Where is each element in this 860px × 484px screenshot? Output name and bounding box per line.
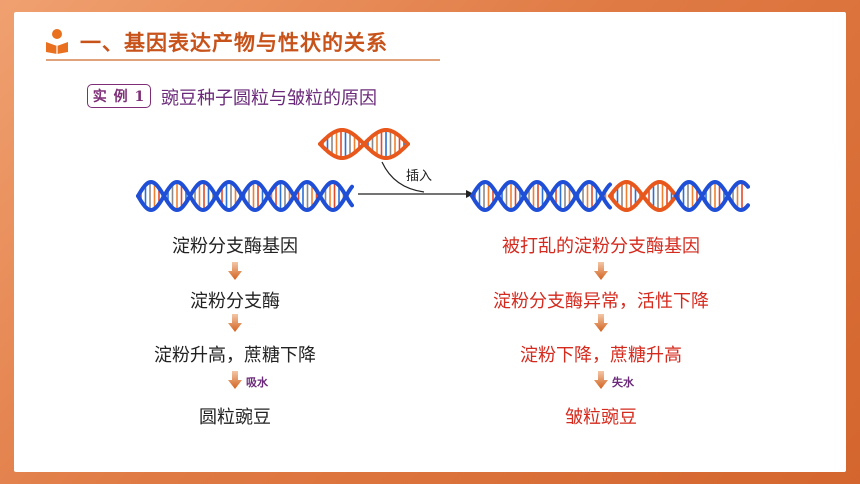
example-title: 豌豆种子圆粒与皱粒的原因 [161, 88, 377, 109]
down-arrow-icon [594, 314, 608, 332]
right-step-1: 被打乱的淀粉分支酶基因 [502, 236, 700, 257]
down-arrow-icon [594, 262, 608, 280]
right-note-lose-water: 失水 [612, 376, 634, 389]
dna-strand [136, 179, 354, 213]
dna-strand [608, 180, 678, 212]
reading-person-icon [46, 29, 68, 54]
section-title: 一、基因表达产物与性状的关系 [80, 30, 388, 55]
down-arrow-icon [228, 262, 242, 280]
dna-strand [674, 179, 750, 213]
right-step-4: 皱粒豌豆 [565, 407, 637, 428]
example-badge: 实 例 1 [87, 84, 151, 108]
insert-arrow [358, 161, 474, 198]
dna-strand [136, 179, 354, 213]
right-step-3: 淀粉下降，蔗糖升高 [520, 345, 682, 366]
down-arrow-icon [228, 371, 242, 389]
right-step-2: 淀粉分支酶异常，活性下降 [493, 291, 709, 312]
left-step-2: 淀粉分支酶 [190, 291, 280, 312]
slide-canvas [14, 12, 846, 472]
dna-strand [674, 179, 750, 213]
left-note-absorb-water: 吸水 [246, 376, 268, 389]
left-step-1: 淀粉分支酶基因 [172, 236, 298, 257]
left-step-4: 圆粒豌豆 [199, 407, 271, 428]
title-underline [46, 59, 440, 61]
down-arrow-icon [594, 371, 608, 389]
dna-strand [318, 128, 410, 160]
left-step-3: 淀粉升高，蔗糖下降 [154, 345, 316, 366]
insert-label: 插入 [406, 169, 433, 184]
dna-insert-fragment [318, 128, 410, 160]
dna-disrupted-gene [470, 179, 750, 213]
dna-strand [470, 179, 612, 213]
dna-normal-gene [136, 179, 354, 213]
dna-strand [470, 179, 612, 213]
down-arrow-icon [228, 314, 242, 332]
